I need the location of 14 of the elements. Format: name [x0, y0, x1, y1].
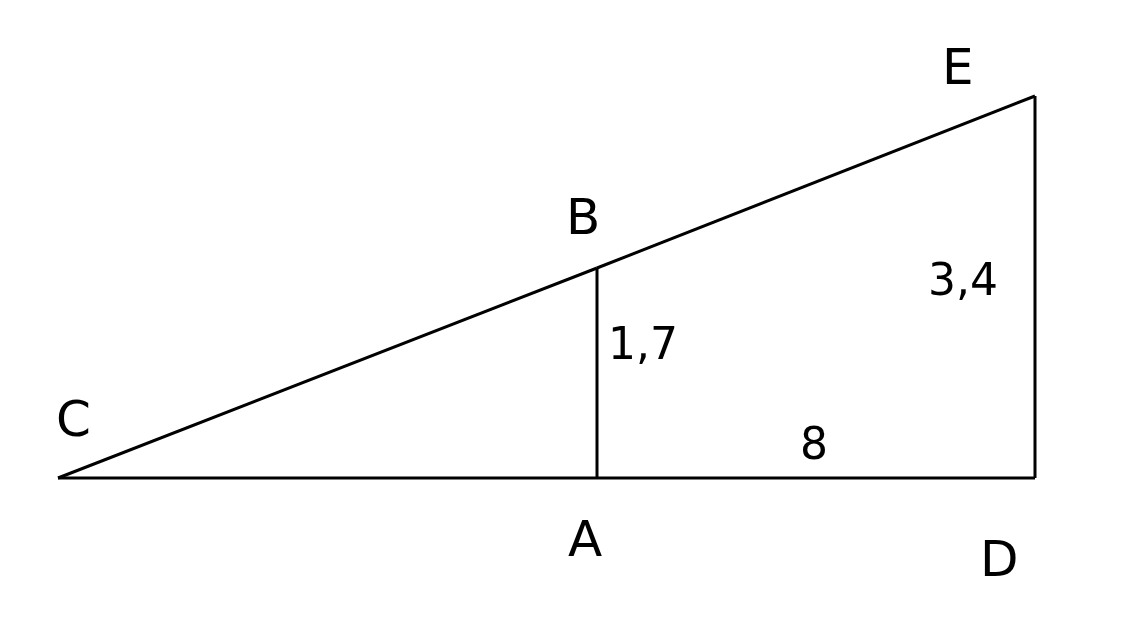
line-segment [596, 94, 1036, 270]
point-label: C [56, 394, 91, 444]
line-segment [1033, 96, 1037, 478]
edge-label: 8 [800, 422, 828, 466]
line-segment [57, 266, 598, 480]
edge-label: 3,4 [928, 258, 998, 302]
line-segment [58, 476, 597, 480]
line-segment [597, 476, 1035, 480]
line-segment [595, 268, 599, 478]
point-label: A [568, 514, 603, 564]
point-label: E [942, 42, 974, 92]
edge-label: 1,7 [608, 322, 678, 366]
point-label: B [566, 192, 601, 242]
point-label: D [980, 534, 1019, 584]
